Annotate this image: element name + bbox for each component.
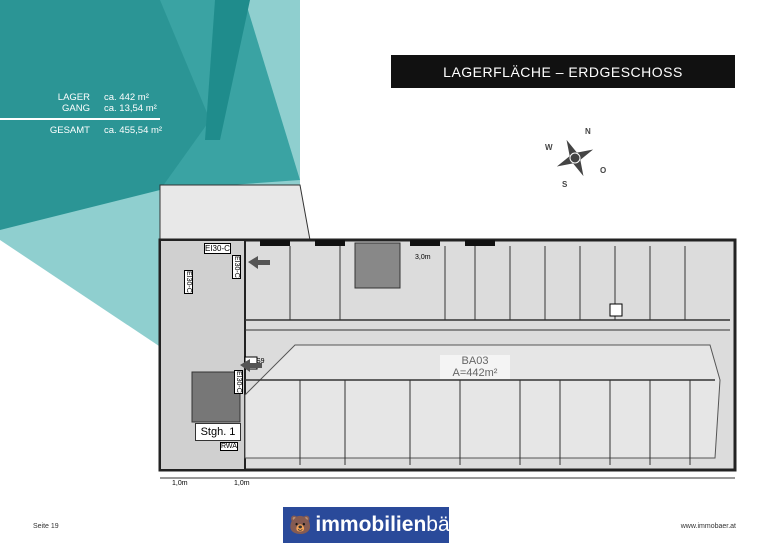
logo-text-bold: immobilien [315, 513, 427, 536]
area-row-gang: GANG ca. 13,54 m² [0, 103, 185, 114]
area-row-lager: LAGER ca. 442 m² [0, 92, 185, 103]
dimension-bottom-2: 1,0m [234, 480, 250, 487]
door-label: EI30-C [234, 370, 243, 394]
door-label: EI30-C [184, 270, 193, 294]
room-area: A=442m² [452, 367, 498, 379]
s9-label: S9 [256, 358, 265, 365]
room-label: BA03 A=442m² [440, 355, 510, 379]
divider [0, 118, 160, 120]
area-value: ca. 442 m² [104, 92, 149, 103]
rwa-label: RWA [220, 442, 238, 451]
page-title: LAGERFLÄCHE – ERDGESCHOSS [391, 55, 735, 88]
dimension-bottom-1: 1,0m [172, 480, 188, 487]
compass-icon [556, 139, 594, 177]
compass-s: S [562, 180, 568, 189]
compass-n: N [585, 127, 591, 136]
total-value: ca. 455,54 m² [104, 125, 163, 136]
area-row-total: GESAMT ca. 455,54 m² [0, 125, 185, 136]
dimension-top: 3,0m [415, 254, 431, 261]
area-value: ca. 13,54 m² [104, 103, 157, 114]
logo-text-light: bär [426, 513, 457, 536]
teal-shape-dark [0, 0, 210, 230]
compass-w: W [545, 143, 553, 152]
door-label: EI30-C [232, 255, 241, 279]
bear-icon: 🐻 [289, 514, 312, 535]
area-label: LAGER [57, 92, 90, 103]
teal-shape-darker [205, 0, 250, 140]
stair-label: Stgh. 1 [195, 423, 241, 441]
logo: 🐻 immobilienbär [283, 507, 457, 543]
compass-o: O [600, 166, 607, 175]
door-label: EI30-C [204, 243, 231, 254]
room-id: BA03 [461, 355, 489, 367]
total-label: GESAMT [49, 125, 90, 136]
page-number: Seite 19 [33, 523, 59, 530]
website-link[interactable]: www.immobaer.at [680, 523, 736, 530]
area-label: GANG [62, 103, 90, 114]
teal-shape-light-2 [0, 185, 165, 350]
floor-plan [158, 184, 737, 479]
area-summary: LAGER ca. 442 m² GANG ca. 13,54 m² GESAMT c… [0, 92, 185, 136]
logo-text: immobilienbär [315, 513, 456, 537]
